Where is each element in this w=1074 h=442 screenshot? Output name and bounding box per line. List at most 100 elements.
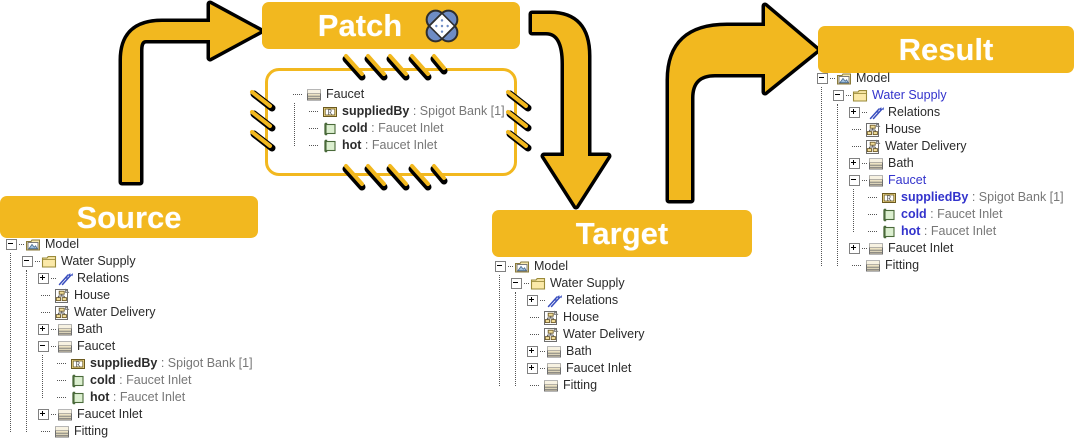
banner-patch-label: Patch <box>317 8 403 43</box>
tree-row[interactable]: Fitting <box>4 423 253 440</box>
tree-row-type: : Faucet Inlet <box>920 224 997 238</box>
tree-row[interactable]: Water Delivery <box>493 326 645 343</box>
tree-row[interactable]: Faucet <box>288 86 505 103</box>
tree-row[interactable]: Model <box>815 70 1064 87</box>
tree-row-label: suppliedBy : Spigot Bank [1] <box>87 355 253 372</box>
tree-row-label: Faucet <box>885 172 926 189</box>
tree-row[interactable]: Faucet <box>4 338 253 355</box>
tree-row[interactable]: hot : Faucet Inlet <box>4 389 253 406</box>
tree-row[interactable]: Water Delivery <box>815 138 1064 155</box>
tree-connector <box>54 355 70 372</box>
collapse-icon[interactable] <box>817 73 828 84</box>
tree-row[interactable]: R suppliedBy : Spigot Bank [1] <box>4 355 253 372</box>
tree-indent <box>288 103 306 120</box>
tree-row[interactable]: Relations <box>493 292 645 309</box>
tree-connector <box>508 265 513 268</box>
tree-row[interactable]: Fitting <box>493 377 645 394</box>
tree-row-label: Relations <box>563 292 618 309</box>
tree-row[interactable]: House <box>815 121 1064 138</box>
tree-row-label: Faucet Inlet <box>885 240 953 257</box>
tree-row[interactable]: Water Delivery <box>4 304 253 321</box>
tree-indent <box>4 372 54 389</box>
tree-target: Model Water Supply Relations House <box>493 258 645 394</box>
block-diagram-icon <box>865 122 881 138</box>
tree-connector <box>540 350 545 353</box>
expand-icon[interactable] <box>38 273 49 284</box>
expand-icon[interactable] <box>527 363 538 374</box>
expand-icon[interactable] <box>849 243 860 254</box>
tree-row-name: hot <box>342 138 362 152</box>
tree-row[interactable]: cold : Faucet Inlet <box>288 120 505 137</box>
collapse-icon[interactable] <box>38 341 49 352</box>
expand-icon[interactable] <box>527 295 538 306</box>
tree-connector <box>54 389 70 406</box>
collapse-icon[interactable] <box>22 256 33 267</box>
tree-row-label: House <box>882 121 921 138</box>
tree-row[interactable]: Faucet Inlet <box>815 240 1064 257</box>
tree-connector <box>862 247 867 250</box>
tree-row-name: cold <box>90 373 116 387</box>
block-icon <box>543 378 559 394</box>
expand-icon[interactable] <box>527 346 538 357</box>
tree-row[interactable]: Bath <box>493 343 645 360</box>
tree-row[interactable]: hot : Faucet Inlet <box>815 223 1064 240</box>
port-icon <box>322 121 338 137</box>
tree-row-name: hot <box>90 390 110 404</box>
banner-result-label: Result <box>898 32 994 67</box>
svg-text:R: R <box>328 108 333 116</box>
tree-row[interactable]: Water Supply <box>4 253 253 270</box>
tree-row[interactable]: Faucet Inlet <box>4 406 253 423</box>
collapse-icon[interactable] <box>849 175 860 186</box>
tree-row-name: Faucet Inlet <box>888 241 954 255</box>
tree-connector <box>306 120 322 137</box>
tree-row-name: House <box>885 122 922 136</box>
banner-source-label: Source <box>76 199 182 235</box>
tree-row-name: House <box>563 310 600 324</box>
tree-row[interactable]: Model <box>4 236 253 253</box>
tree-row-name: Water Supply <box>550 276 625 290</box>
tree-row[interactable]: Faucet Inlet <box>493 360 645 377</box>
tree-row[interactable]: House <box>4 287 253 304</box>
tree-row[interactable]: Bath <box>4 321 253 338</box>
tree-row[interactable]: Relations <box>4 270 253 287</box>
tree-indent <box>815 206 865 223</box>
tree-connector <box>540 299 545 302</box>
tree-row-label: Relations <box>885 104 940 121</box>
tree-row[interactable]: Bath <box>815 155 1064 172</box>
tree-row[interactable]: House <box>493 309 645 326</box>
expand-icon[interactable] <box>849 158 860 169</box>
collapse-icon[interactable] <box>495 261 506 272</box>
tree-row-label: Bath <box>885 155 914 172</box>
tree-row[interactable]: Water Supply <box>493 275 645 292</box>
stitch-left-icon <box>248 88 278 160</box>
tree-row[interactable]: cold : Faucet Inlet <box>4 372 253 389</box>
tree-row[interactable]: Fitting <box>815 257 1064 274</box>
tree-connector <box>38 287 54 304</box>
tree-row-name: Faucet Inlet <box>77 407 143 421</box>
tree-connector <box>51 413 56 416</box>
expand-icon[interactable] <box>38 324 49 335</box>
tree-row[interactable]: Water Supply <box>815 87 1064 104</box>
tree-row[interactable]: R suppliedBy : Spigot Bank [1] <box>288 103 505 120</box>
expand-icon[interactable] <box>38 409 49 420</box>
tree-row[interactable]: Relations <box>815 104 1064 121</box>
tree-row-label: Faucet <box>74 338 115 355</box>
block-icon <box>868 156 884 172</box>
collapse-icon[interactable] <box>6 239 17 250</box>
relations-arrows-icon <box>57 271 73 287</box>
tree-row[interactable]: Model <box>493 258 645 275</box>
tree-row-label: Water Delivery <box>71 304 156 321</box>
tree-connector <box>862 162 867 165</box>
expand-icon[interactable] <box>849 107 860 118</box>
tree-row[interactable]: R suppliedBy : Spigot Bank [1] <box>815 189 1064 206</box>
tree-row[interactable]: cold : Faucet Inlet <box>815 206 1064 223</box>
tree-connector <box>830 77 835 80</box>
banner-target-label: Target <box>575 216 669 251</box>
tree-row[interactable]: Faucet <box>815 172 1064 189</box>
tree-row[interactable]: hot : Faucet Inlet <box>288 137 505 154</box>
tree-row-label: Bath <box>563 343 592 360</box>
tree-indent <box>815 87 833 104</box>
collapse-icon[interactable] <box>833 90 844 101</box>
arrow-source-to-patch <box>100 0 270 200</box>
collapse-icon[interactable] <box>511 278 522 289</box>
